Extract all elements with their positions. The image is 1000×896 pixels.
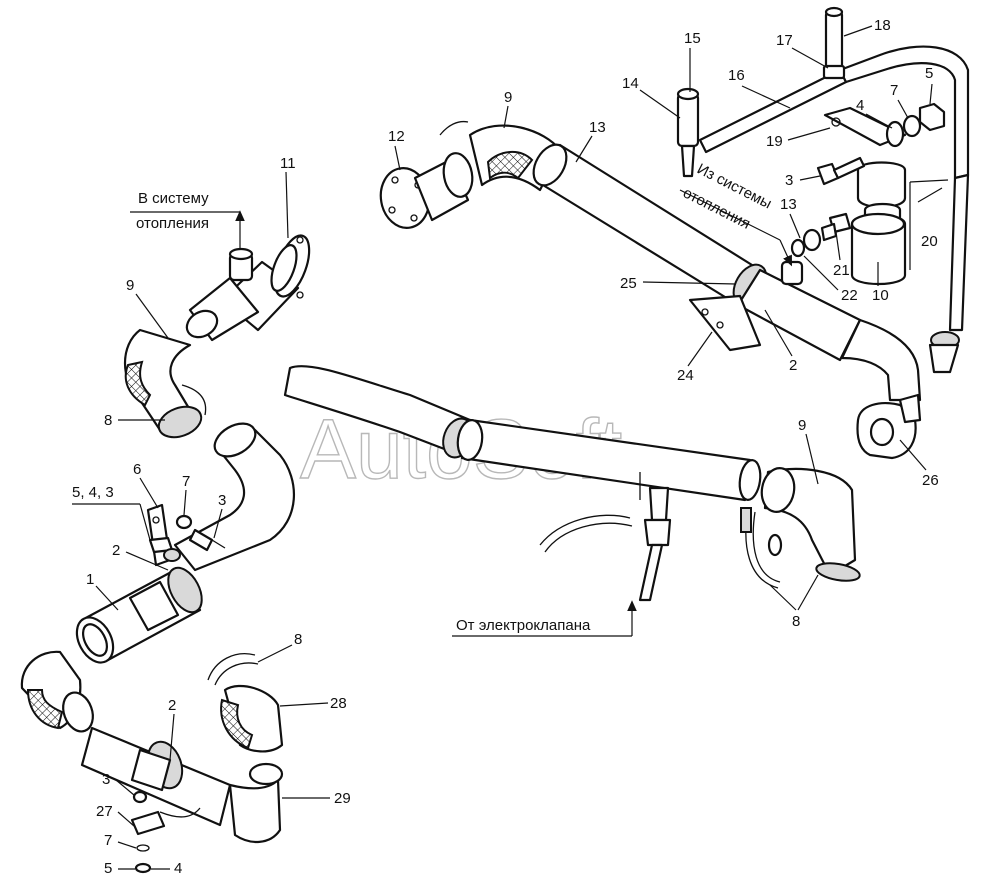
callout-8-bottom: 8	[294, 631, 302, 648]
callout-1: 1	[86, 571, 94, 588]
callout-18: 18	[874, 17, 891, 34]
callout-6: 6	[133, 461, 141, 478]
callout-9-top: 9	[504, 89, 512, 106]
callout-5-bottom: 5	[104, 860, 112, 877]
callout-21: 21	[833, 262, 850, 279]
hose-upper-left-bend	[173, 422, 296, 572]
sensor-valve	[539, 486, 672, 602]
hose-28	[207, 653, 284, 753]
callout-28: 28	[330, 695, 347, 712]
caption-from-valve: От электроклапана	[452, 600, 637, 637]
fitting-17-18	[822, 6, 846, 80]
flange-12	[379, 152, 474, 229]
callout-29: 29	[334, 790, 351, 807]
caption-from-valve-text: От электроклапана	[456, 617, 591, 634]
callout-8-right: 8	[792, 613, 800, 630]
callout-4-bottom: 4	[174, 860, 182, 877]
clamp-8-right	[740, 507, 783, 589]
clamp-10	[850, 212, 907, 285]
callout-15: 15	[684, 30, 701, 47]
hose-9-left	[123, 276, 260, 439]
callout-16: 16	[728, 67, 745, 84]
callout-10: 10	[872, 287, 889, 304]
pipe-middle	[283, 365, 762, 502]
callout-9-middle: 9	[798, 417, 806, 434]
callout-3-right: 3	[785, 172, 793, 189]
callout-24: 24	[677, 367, 694, 384]
callout-22: 22	[841, 287, 858, 304]
callout-2-right: 2	[789, 357, 797, 374]
callout-2-left: 2	[112, 542, 120, 559]
caption-to-heating-line2: отопления	[136, 215, 209, 232]
callout-3-bottom: 3	[102, 771, 110, 788]
hose-9-middle	[760, 467, 861, 582]
pipe-13-top	[532, 143, 922, 402]
callout-7-bottom: 7	[104, 832, 112, 849]
hose-bottom-left	[20, 650, 232, 827]
callout-11: 11	[280, 155, 296, 172]
tube-16	[698, 45, 970, 332]
callout-13-top: 13	[589, 119, 606, 136]
clamp-on-tube	[928, 331, 960, 374]
tube-14-15	[676, 87, 700, 178]
callout-14: 14	[622, 75, 639, 92]
callout-13-right: 13	[780, 196, 797, 213]
callout-26: 26	[922, 472, 939, 489]
callout-5-4-3: 5, 4, 3	[72, 484, 114, 501]
callout-8-left: 8	[104, 412, 112, 429]
clamp-27-stack	[130, 790, 201, 874]
caption-to-heating-line1: В систему	[138, 190, 209, 207]
callout-2-bottom: 2	[168, 697, 176, 714]
callout-4-right: 4	[856, 97, 864, 114]
callout-3-left: 3	[218, 492, 226, 509]
callout-7-left: 7	[182, 473, 190, 490]
callout-5-right: 5	[925, 65, 933, 82]
callout-12: 12	[388, 128, 405, 145]
nut-5-washer-4-7	[885, 102, 946, 148]
sensor-plug-22	[780, 260, 804, 286]
flange-26	[856, 393, 922, 460]
callout-19: 19	[766, 133, 783, 150]
bolt-3-left	[175, 514, 226, 552]
callout-25: 25	[620, 275, 637, 292]
callouts: 11 9 8 6 7 5, 4, 3 3 2 1 8 2 28 3 29 27 …	[72, 17, 949, 877]
bracket-24	[688, 294, 762, 352]
callout-9-left: 9	[126, 277, 134, 294]
bracket-19	[823, 106, 907, 147]
caption-to-heating: В систему отопления	[130, 190, 245, 250]
bolt-21-washer-13	[790, 212, 852, 258]
pipe-1	[75, 566, 203, 664]
callout-7-right: 7	[890, 82, 898, 99]
bracket-6	[146, 503, 181, 567]
bolt-3-upper	[816, 156, 866, 186]
callout-17: 17	[776, 32, 793, 49]
hose-29	[228, 762, 284, 843]
callout-27: 27	[96, 803, 113, 820]
callout-20: 20	[921, 233, 938, 250]
